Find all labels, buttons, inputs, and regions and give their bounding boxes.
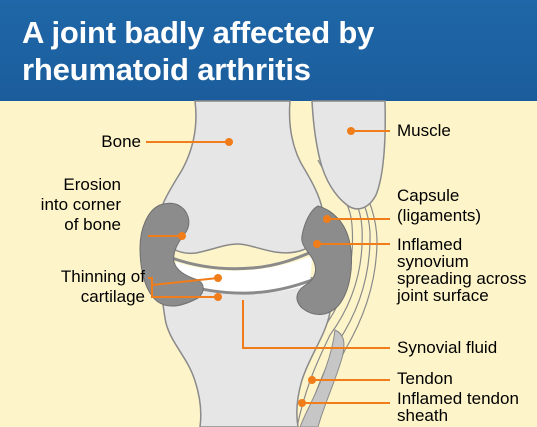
label-synovium: Inflamed synovium spreading across joint… — [397, 236, 526, 304]
label-erosion-line2: into corner — [41, 195, 121, 215]
label-erosion-line1: Erosion — [41, 175, 121, 195]
dot-tendon-sheath — [298, 399, 306, 407]
label-synovial-fluid: Synovial fluid — [397, 338, 497, 358]
dot-erosion — [178, 232, 186, 240]
dot-muscle — [347, 127, 355, 135]
label-synovium-line1: Inflamed — [397, 236, 526, 253]
muscle-shape — [312, 101, 385, 209]
label-capsule: Capsule (ligaments) — [397, 186, 481, 226]
label-capsule-line2: (ligaments) — [397, 206, 481, 226]
label-tendon-sheath-line2: sheath — [397, 407, 519, 424]
label-thinning-line2: cartilage — [61, 287, 145, 307]
dot-capsule — [323, 215, 331, 223]
label-erosion: Erosion into corner of bone — [41, 175, 121, 235]
label-synovium-line2: synovium — [397, 253, 526, 270]
label-thinning-line1: Thinning of — [61, 267, 145, 287]
label-synovium-line3: spreading across — [397, 270, 526, 287]
label-thinning: Thinning of cartilage — [61, 267, 145, 307]
dot-bone — [225, 138, 233, 146]
label-erosion-line3: of bone — [41, 215, 121, 235]
label-tendon-sheath-line1: Inflamed tendon — [397, 390, 519, 407]
dot-thinning-lower — [214, 293, 222, 301]
label-tendon: Tendon — [397, 369, 453, 389]
label-tendon-sheath: Inflamed tendon sheath — [397, 390, 519, 424]
label-muscle: Muscle — [397, 121, 451, 141]
label-synovium-line4: joint surface — [397, 287, 526, 304]
label-capsule-line1: Capsule — [397, 186, 481, 206]
dot-thinning-upper — [214, 274, 222, 282]
label-bone: Bone — [101, 132, 141, 152]
dot-tendon — [308, 376, 316, 384]
dot-synovium — [313, 240, 321, 248]
